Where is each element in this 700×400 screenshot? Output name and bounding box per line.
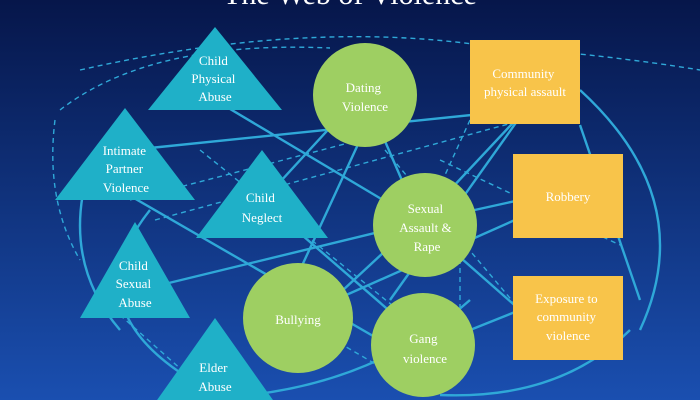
- label-line: Child: [199, 53, 228, 68]
- node-child-sexual-abuse: Child Sexual Abuse: [80, 222, 190, 318]
- node-exposure-community-violence: Exposure to community violence: [513, 276, 623, 360]
- label-line: Abuse: [198, 89, 231, 104]
- label-line: Assault &: [399, 220, 451, 235]
- node-gang-violence: Gang violence: [371, 293, 475, 397]
- node-label: Elder Abuse: [198, 360, 231, 394]
- label-line: community: [537, 309, 597, 324]
- edge-dashed: [154, 109, 561, 221]
- label-line: Sexual: [408, 201, 444, 216]
- node-intimate-partner-violence: Intimate Partner Violence: [55, 108, 195, 200]
- node-child-neglect: Child Neglect: [196, 150, 328, 238]
- circle-shape: [373, 173, 477, 277]
- square-shape: [513, 154, 623, 238]
- label-line: Intimate: [103, 143, 147, 158]
- label-line: violence: [403, 351, 447, 366]
- edge-dashed: [384, 149, 521, 311]
- node-sexual-assault-rape: Sexual Assault & Rape: [373, 173, 477, 277]
- label-line: Child: [119, 258, 148, 273]
- triangle-shape: [157, 318, 273, 400]
- square-shape: [470, 40, 580, 124]
- triangle-shape: [80, 222, 190, 318]
- triangle-shape: [55, 108, 195, 200]
- label-line: Exposure to: [535, 291, 597, 306]
- node-bullying: Bullying: [243, 263, 353, 373]
- square-shape: [513, 276, 623, 360]
- node-label: Child Neglect: [242, 190, 283, 225]
- diagram-title: The Web of Violence: [223, 0, 477, 11]
- node-robbery: Robbery: [513, 154, 623, 238]
- label-line: Gang: [409, 331, 438, 346]
- label-line: Neglect: [242, 210, 283, 225]
- edge-dashed: [52, 119, 81, 261]
- node-community-physical-assault: Community physical assault: [470, 40, 580, 124]
- label-line: Violence: [103, 180, 149, 195]
- label-line: Elder: [199, 360, 228, 375]
- circle-shape: [243, 263, 353, 373]
- label-line: Sexual: [116, 276, 152, 291]
- label-line: Child: [246, 190, 275, 205]
- circle-shape: [371, 293, 475, 397]
- label-line: Community: [492, 66, 555, 81]
- edge-dashed: [59, 46, 331, 111]
- node-label: Sexual Assault & Rape: [399, 201, 455, 254]
- label-line: violence: [546, 328, 590, 343]
- label-line: Abuse: [118, 295, 151, 310]
- triangle-shape: [148, 27, 282, 110]
- node-elder-abuse: Elder Abuse: [157, 318, 273, 400]
- label-line: Dating: [346, 80, 382, 95]
- circle-shape: [313, 43, 417, 147]
- label-line: Partner: [106, 161, 144, 176]
- node-label: Child Sexual Abuse: [116, 258, 155, 310]
- node-label: Exposure to community violence: [535, 291, 601, 343]
- node-label: Dating Violence: [342, 80, 388, 114]
- node-label: Gang violence: [403, 331, 447, 366]
- label-line: Robbery: [546, 189, 591, 204]
- node-label: Bullying: [275, 312, 321, 327]
- label-line: Bullying: [275, 312, 321, 327]
- node-dating-violence: Dating Violence: [313, 43, 417, 147]
- edge-solid: [298, 139, 362, 271]
- edge-solid: [579, 89, 662, 331]
- node-label: Child Physical Abuse: [191, 53, 238, 104]
- node-child-physical-abuse: Child Physical Abuse: [148, 27, 282, 110]
- edge-solid: [139, 220, 421, 292]
- label-line: Violence: [342, 99, 388, 114]
- node-label: Robbery: [546, 189, 591, 204]
- node-label: Community physical assault: [484, 66, 566, 99]
- label-line: physical assault: [484, 84, 566, 99]
- node-label: Intimate Partner Violence: [103, 143, 150, 195]
- label-line: Abuse: [198, 379, 231, 394]
- label-line: Physical: [191, 71, 235, 86]
- edge-dashed: [79, 35, 700, 71]
- triangle-shape: [196, 150, 328, 238]
- label-line: Rape: [414, 239, 441, 254]
